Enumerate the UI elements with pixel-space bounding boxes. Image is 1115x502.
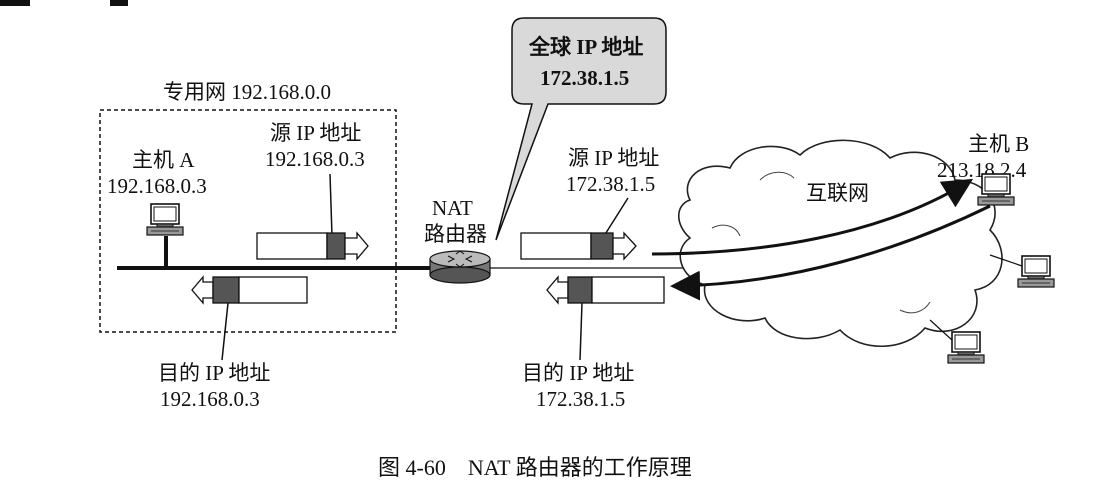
other-host-computer-icon-2	[947, 331, 985, 364]
internet-cloud-icon	[677, 139, 1003, 347]
top-fragment	[0, 0, 128, 6]
src-private-label-line2: 192.168.0.3	[265, 147, 365, 171]
nat-label-line1: NAT	[432, 196, 473, 220]
global-ip-callout	[495, 17, 667, 241]
packet-outbound-public	[520, 231, 637, 261]
host-a-ip: 192.168.0.3	[107, 174, 207, 198]
nat-label-line2: 路由器	[424, 222, 487, 246]
other-host-link-2	[929, 319, 953, 341]
packet-inbound-private	[191, 275, 308, 305]
other-host-link-1	[989, 254, 1023, 267]
internet-label: 互联网	[806, 181, 869, 205]
private-network-label: 专用网 192.168.0.0	[163, 80, 331, 104]
dst-public-label-line1: 目的 IP 地址	[522, 361, 634, 385]
host-a-name: 主机 A	[132, 148, 195, 172]
dst-private-label-line2: 192.168.0.3	[160, 387, 260, 411]
host-b-name: 主机 B	[968, 132, 1029, 156]
outbound-arrow-icon	[651, 178, 974, 256]
figure-caption: 图 4-60 NAT 路由器的工作原理	[378, 455, 692, 480]
cloud-texture	[711, 171, 931, 314]
src-public-label-line2: 172.38.1.5	[566, 172, 655, 196]
src-public-pointer	[603, 197, 629, 237]
dst-public-label-line2: 172.38.1.5	[536, 387, 625, 411]
packet-inbound-public	[546, 275, 665, 305]
src-private-pointer	[329, 173, 333, 237]
private-network-box	[99, 109, 397, 333]
dst-private-pointer	[221, 302, 229, 361]
global-ip-line1: 全球 IP 地址	[528, 35, 643, 59]
host-a-computer-icon	[146, 203, 184, 236]
src-private-label-line1: 源 IP 地址	[270, 121, 361, 145]
other-host-computer-icon	[1017, 255, 1055, 288]
packet-outbound-private	[256, 231, 369, 261]
nat-router-icon	[429, 250, 491, 284]
dst-private-label-line1: 目的 IP 地址	[158, 361, 270, 385]
host-b-computer-icon	[977, 173, 1015, 206]
global-ip-line2: 172.38.1.5	[540, 66, 629, 90]
dst-public-pointer	[579, 302, 583, 361]
src-public-label-line1: 源 IP 地址	[568, 146, 659, 170]
inbound-arrow-icon	[670, 204, 991, 301]
